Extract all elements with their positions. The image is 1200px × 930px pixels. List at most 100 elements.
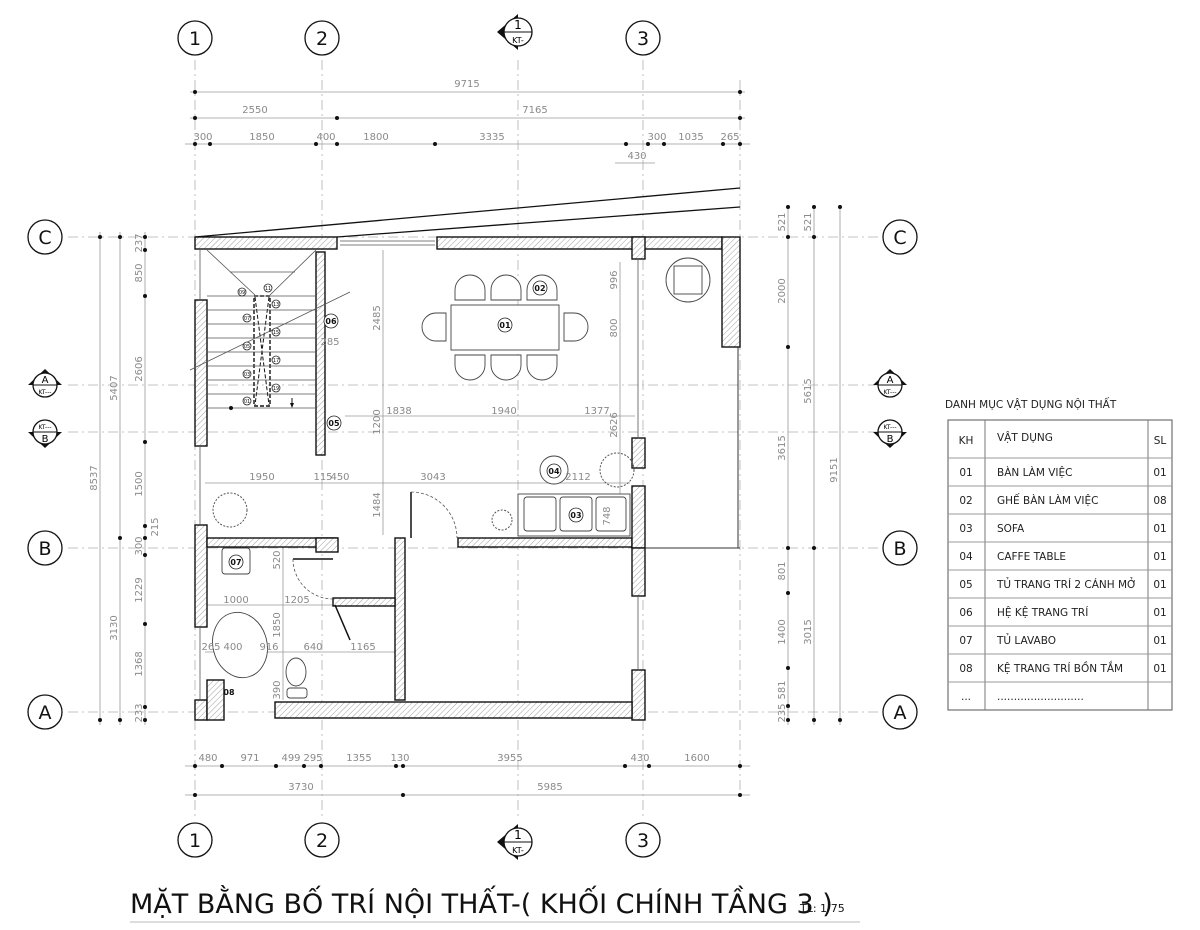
svg-text:05: 05 bbox=[959, 579, 972, 591]
dim-bottom: 971 bbox=[240, 753, 259, 764]
dim-top: 430 bbox=[627, 151, 646, 162]
svg-text:..........................: .......................... bbox=[997, 691, 1084, 703]
svg-text:01: 01 bbox=[959, 467, 972, 479]
dimensions-bottom: 480 971 499 295 1355 130 3955 430 1600 3… bbox=[198, 753, 709, 793]
svg-text:03: 03 bbox=[959, 523, 972, 535]
grid-axis-2-bottom: 2 bbox=[304, 822, 340, 858]
svg-text:1850: 1850 bbox=[272, 612, 283, 637]
svg-text:2: 2 bbox=[316, 830, 328, 852]
svg-text:1940: 1940 bbox=[491, 406, 516, 417]
grid-axis-3-top: 3 bbox=[625, 20, 661, 56]
section-mark-a-right: A KT--- bbox=[873, 369, 907, 398]
legend-header: KH VẬT DỤNG SL bbox=[959, 431, 1167, 447]
dim-left: 233 bbox=[134, 703, 145, 722]
stair-step-numbers: 09 11 13 07 15 05 17 03 19 01 bbox=[237, 283, 281, 406]
svg-text:450: 450 bbox=[330, 472, 349, 483]
dim-top: 1800 bbox=[363, 132, 388, 143]
section-mark-a-left: A KT--- bbox=[28, 369, 62, 398]
svg-text:A: A bbox=[39, 702, 52, 724]
dim-top: 1035 bbox=[678, 132, 703, 143]
dim-left: 300 bbox=[134, 536, 145, 555]
svg-text:265: 265 bbox=[201, 642, 220, 653]
svg-text:640: 640 bbox=[303, 642, 322, 653]
svg-text:05: 05 bbox=[244, 344, 250, 350]
section-mark-1-bottom: 1 KT- bbox=[497, 824, 533, 860]
plants bbox=[212, 452, 635, 531]
section-mark-b-right: KT--- B bbox=[873, 419, 907, 448]
staircase: 09 11 13 07 15 05 17 03 19 01 bbox=[189, 249, 351, 410]
svg-text:2626: 2626 bbox=[609, 412, 620, 437]
svg-text:C: C bbox=[38, 227, 51, 249]
grid-axis-2-top: 2 bbox=[304, 20, 340, 56]
svg-text:KT---: KT--- bbox=[38, 389, 51, 396]
roof-edge-lines bbox=[194, 187, 741, 238]
dim-top: 1850 bbox=[249, 132, 274, 143]
dim-right: 521 bbox=[777, 212, 788, 231]
dim-right: 3615 bbox=[777, 435, 788, 460]
dim-top: 2550 bbox=[242, 105, 267, 116]
dim-bottom: 1355 bbox=[346, 753, 371, 764]
drawing-scale: TL: 1/75 bbox=[799, 902, 845, 915]
svg-text:1484: 1484 bbox=[372, 492, 383, 517]
item-tag-03: 03 bbox=[568, 507, 584, 523]
svg-text:SOFA: SOFA bbox=[997, 523, 1025, 535]
svg-text:13: 13 bbox=[273, 302, 279, 308]
svg-text:1: 1 bbox=[189, 830, 201, 852]
legend-row: ............................. bbox=[961, 691, 1084, 703]
grid-axis-b-right: B bbox=[882, 530, 918, 566]
svg-text:400: 400 bbox=[223, 642, 242, 653]
dim-right: 521 bbox=[803, 212, 814, 231]
svg-text:520: 520 bbox=[272, 550, 283, 569]
dimensions-top: 9715 2550 7165 300 1850 400 1800 3335 30… bbox=[193, 79, 739, 162]
svg-text:KỆ TRANG TRÍ BỒN TẮM: KỆ TRANG TRÍ BỒN TẮM bbox=[997, 661, 1123, 675]
svg-text:1838: 1838 bbox=[386, 406, 411, 417]
svg-text:2485: 2485 bbox=[372, 305, 383, 330]
svg-text:2112: 2112 bbox=[565, 472, 590, 483]
item-tag-02: 02 bbox=[532, 280, 548, 296]
grid-axis-c-right: C bbox=[882, 219, 918, 255]
item-tag-01: 01 bbox=[497, 317, 513, 333]
svg-text:1950: 1950 bbox=[249, 472, 274, 483]
section-marks: 1 KT- 1 KT- A KT--- KT--- B bbox=[28, 14, 907, 860]
dim-bottom: 295 bbox=[303, 753, 322, 764]
grid-axis-a-left: A bbox=[27, 694, 63, 730]
svg-text:KT-: KT- bbox=[512, 846, 524, 855]
dim-bottom: 1600 bbox=[684, 753, 709, 764]
svg-text:GHẾ BÀN LÀM VIỆC: GHẾ BÀN LÀM VIỆC bbox=[997, 493, 1099, 507]
dim-total-width: 9715 bbox=[454, 79, 479, 90]
svg-text:1: 1 bbox=[514, 828, 522, 842]
drawing-title: MẶT BẰNG BỐ TRÍ NỘI THẤT-( KHỐI CHÍNH TẦ… bbox=[130, 885, 833, 920]
dim-left: 237 bbox=[134, 233, 145, 252]
dim-right: 2000 bbox=[777, 278, 788, 303]
svg-text:C: C bbox=[893, 227, 906, 249]
svg-text:3043: 3043 bbox=[420, 472, 445, 483]
dim-right: 801 bbox=[777, 561, 788, 580]
dim-right: 9151 bbox=[829, 457, 840, 482]
grid-axis-c-left: C bbox=[27, 219, 63, 255]
svg-text:15: 15 bbox=[273, 330, 279, 336]
item-tag-05: 05 bbox=[326, 415, 342, 431]
svg-text:08: 08 bbox=[959, 663, 972, 675]
svg-text:KT---: KT--- bbox=[883, 389, 896, 396]
item-tags: 01 02 03 04 05 06 07 08 bbox=[223, 280, 584, 697]
svg-text:390: 390 bbox=[272, 680, 283, 699]
svg-text:TỦ TRANG TRÍ 2 CÁNH MỞ: TỦ TRANG TRÍ 2 CÁNH MỞ bbox=[996, 577, 1137, 591]
svg-text:03: 03 bbox=[244, 372, 250, 378]
grid-axis-b-left: B bbox=[27, 530, 63, 566]
legend-title: DANH MỤC VẬT DỤNG NỘI THẤT bbox=[945, 397, 1117, 411]
dim-left: 5407 bbox=[109, 375, 120, 400]
dim-right: 581 bbox=[777, 680, 788, 699]
dim-bottom: 3955 bbox=[497, 753, 522, 764]
dim-bottom: 130 bbox=[390, 753, 409, 764]
furniture-legend-table: DANH MỤC VẬT DỤNG NỘI THẤT KH VẬT DỤNG S… bbox=[945, 397, 1173, 711]
svg-text:285: 285 bbox=[320, 337, 339, 348]
svg-text:01: 01 bbox=[1153, 467, 1166, 479]
svg-text:03: 03 bbox=[570, 511, 581, 520]
dimensions-interior: 2485 285 1200 1838 1940 1377 996 800 262… bbox=[201, 270, 620, 699]
svg-text:115: 115 bbox=[313, 472, 332, 483]
